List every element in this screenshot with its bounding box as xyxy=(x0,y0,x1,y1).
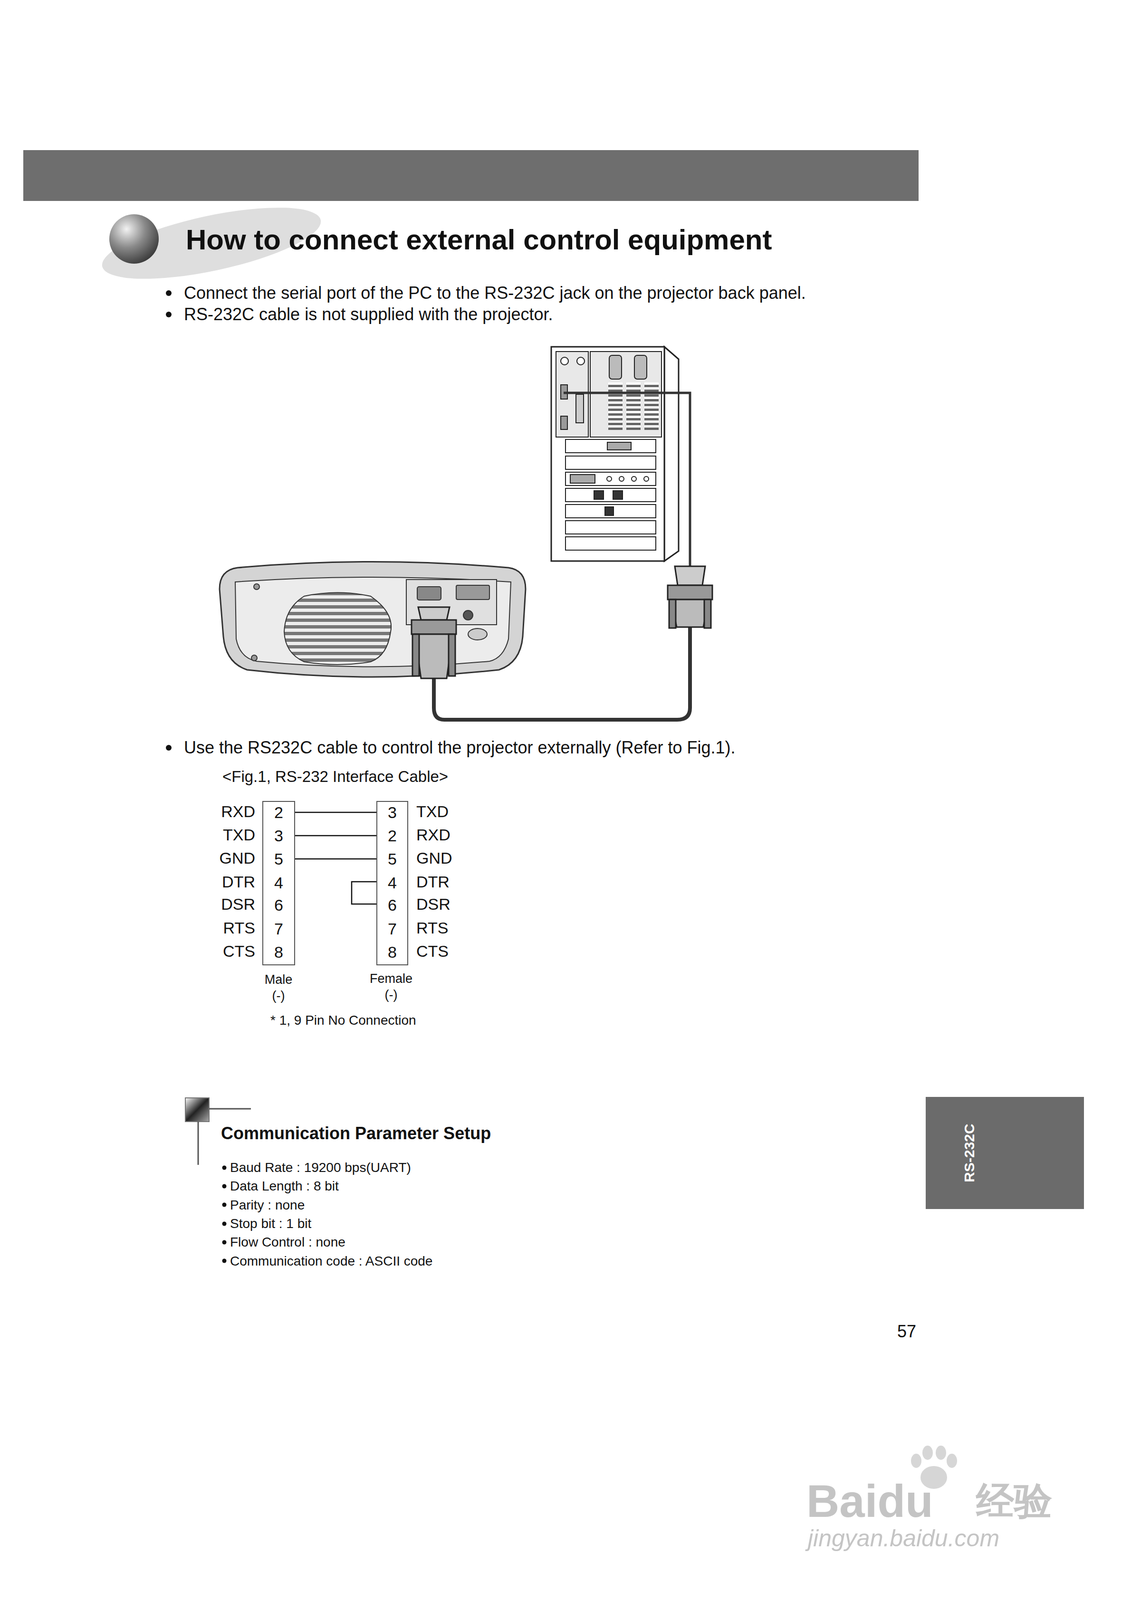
bullet xyxy=(165,311,172,318)
connector-gender: Female xyxy=(369,971,413,987)
wire xyxy=(295,812,377,814)
signal-name: GND xyxy=(416,848,453,869)
pin-column: 2 3 5 46 78 xyxy=(262,801,296,966)
page-number: 57 xyxy=(897,1321,917,1342)
figure-caption: <Fig.1, RS-232 Interface Cable> xyxy=(222,767,449,787)
signal-name: RTS xyxy=(416,918,449,939)
pin-number: 2 xyxy=(274,803,284,823)
signal-name: DTR xyxy=(221,872,256,892)
pin-number: 6 xyxy=(274,895,284,916)
wire xyxy=(295,835,377,837)
pin-number: 3 xyxy=(274,826,284,846)
loopback-bracket xyxy=(351,881,377,905)
parameter-item: Communication code : ASCII code xyxy=(230,1253,433,1270)
signal-name: DSR xyxy=(416,894,451,915)
pin-number: 3 xyxy=(387,803,397,823)
connector-gender: Male xyxy=(264,972,293,988)
section-rule xyxy=(197,1121,200,1166)
pin-number: 7 xyxy=(274,919,284,940)
parameter-item: Flow Control : none xyxy=(230,1234,346,1251)
section-tab: RS-232C xyxy=(925,1097,1084,1210)
pin-number: 4 xyxy=(274,873,284,893)
section-icon xyxy=(185,1098,210,1122)
bullet-text: RS-232C cable is not supplied with the p… xyxy=(183,304,553,325)
pin-note: * 1, 9 Pin No Connection xyxy=(270,1012,417,1029)
pin-column: 3 2 5 46 78 xyxy=(376,801,409,966)
pin-number: 6 xyxy=(387,895,397,916)
wire xyxy=(295,858,377,861)
item-bullets xyxy=(222,1166,227,1264)
section-title: Communication Parameter Setup xyxy=(220,1123,491,1144)
pin-number: 4 xyxy=(387,873,397,893)
watermark: 经验 xyxy=(976,1478,1053,1525)
db9-connector xyxy=(667,566,713,629)
bullet xyxy=(165,745,172,751)
watermark: jingyan.baidu.com xyxy=(807,1524,1000,1553)
signal-name: RXD xyxy=(220,802,256,822)
bullet xyxy=(165,290,172,297)
pin-number: 8 xyxy=(274,942,284,963)
signal-name: DSR xyxy=(220,894,256,915)
pin-number: 2 xyxy=(387,826,397,846)
parameter-item: Stop bit : 1 bit xyxy=(230,1216,312,1233)
bullet-text: Connect the serial port of the PC to the… xyxy=(183,282,806,304)
signal-name: GND xyxy=(219,848,256,869)
parameter-item: Data Length : 8 bit xyxy=(230,1178,339,1196)
parameter-item: Parity : none xyxy=(230,1197,305,1214)
pin-number: 5 xyxy=(387,849,397,870)
page-title: How to connect external control equipmen… xyxy=(185,222,772,258)
watermark: Baidu xyxy=(806,1474,934,1529)
signal-name: TXD xyxy=(222,825,256,845)
db9-connector xyxy=(411,607,457,679)
pin-number: 7 xyxy=(387,919,397,940)
signal-name: RTS xyxy=(223,918,256,939)
polarity-note: (-) xyxy=(272,988,286,1004)
serial-cable xyxy=(563,392,691,567)
header-band xyxy=(23,150,919,202)
signal-name: DTR xyxy=(416,872,450,892)
serial-cable xyxy=(433,627,691,720)
tab-label: RS-232C xyxy=(960,1123,978,1183)
title-sphere xyxy=(109,214,159,264)
section-rule xyxy=(209,1108,251,1111)
pin-number: 5 xyxy=(274,849,284,870)
bullet-text: Use the RS232C cable to control the proj… xyxy=(183,737,736,758)
signal-name: CTS xyxy=(416,941,449,962)
pc-tower xyxy=(551,346,679,562)
parameter-item: Baud Rate : 19200 bps(UART) xyxy=(230,1159,412,1177)
polarity-note: (-) xyxy=(384,987,398,1003)
signal-name: TXD xyxy=(416,802,449,822)
signal-name: CTS xyxy=(222,941,256,962)
signal-name: RXD xyxy=(416,825,451,845)
pin-number: 8 xyxy=(387,942,397,963)
projector xyxy=(219,562,526,678)
